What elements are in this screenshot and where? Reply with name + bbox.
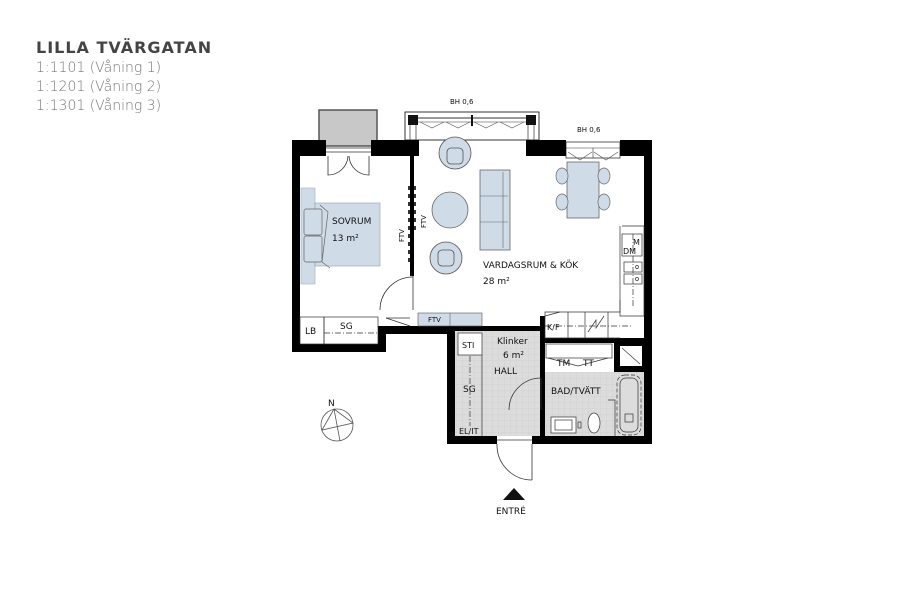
bed: [300, 187, 381, 285]
bath-door: [508, 377, 542, 411]
bathroom-fixtures: [545, 343, 642, 436]
bedroom-name: SOVRUM: [332, 217, 371, 227]
sofa: [479, 169, 511, 251]
hall-floor: Klinker: [497, 337, 528, 347]
dm-label: DM: [623, 247, 636, 256]
hall-area: 6 m²: [503, 351, 524, 361]
ftv-hall-label: FTV: [428, 316, 441, 324]
tt-label: TT: [582, 359, 594, 369]
ftv-wall: [408, 186, 416, 262]
entrance-arrow-icon: [503, 488, 525, 500]
lb-label: LB: [305, 327, 316, 337]
armchair-top: [438, 136, 472, 170]
unit-floor-2: 1:1201 (Våning 2): [36, 79, 162, 95]
living-name: VARDAGSRUM & KÖK: [483, 260, 579, 271]
window-kitchen: [565, 141, 621, 161]
el-it-label: EL/IT: [459, 427, 479, 436]
balcony-door: [326, 147, 371, 176]
bath-name: BAD/TVÄTT: [551, 386, 601, 397]
window-height-label-living: BH 0,6: [450, 98, 474, 106]
compass-north-label: N: [328, 399, 335, 409]
bedroom-door: [379, 276, 414, 311]
project-title: LILLA TVÄRGATAN: [36, 38, 213, 57]
dining-table: [555, 161, 611, 219]
ftv-bedroom-label: FTV: [398, 229, 406, 242]
wardrobe-bedroom: [299, 316, 411, 345]
kitchen-counter: [544, 225, 645, 339]
kf-label: K/F: [547, 323, 560, 332]
hall-closet: [457, 332, 483, 436]
window-height-label-kitchen: BH 0,6: [577, 126, 601, 134]
shaft-diagonal: [621, 347, 641, 365]
bedroom-area: 13 m²: [332, 234, 359, 244]
sg-hall-label: SG: [463, 385, 476, 395]
unit-floor-1: 1:1101 (Våning 1): [36, 60, 162, 76]
sti-label: STI: [462, 341, 474, 350]
project-header: LILLA TVÄRGATAN 1:1101 (Våning 1) 1:1201…: [36, 38, 212, 116]
sg-bedroom-label: SG: [340, 322, 353, 332]
hall-name: HALL: [494, 367, 517, 377]
bay-window-living: [404, 111, 540, 141]
m-label: M: [633, 238, 640, 247]
entrance-door[interactable]: [496, 439, 533, 481]
living-area: 28 m²: [483, 277, 510, 287]
unit-floor-3: 1:1301 (Våning 3): [36, 98, 162, 114]
tm-label: TM: [556, 359, 570, 369]
balcony: [318, 109, 378, 147]
ftv-living-label: FTV: [420, 215, 428, 228]
ftv-hall-cabinet: [417, 312, 483, 327]
entrance-label: ENTRÉ: [496, 505, 526, 517]
coffee-table: [431, 191, 469, 229]
compass-icon: [320, 408, 354, 442]
armchair-bottom: [429, 241, 463, 275]
